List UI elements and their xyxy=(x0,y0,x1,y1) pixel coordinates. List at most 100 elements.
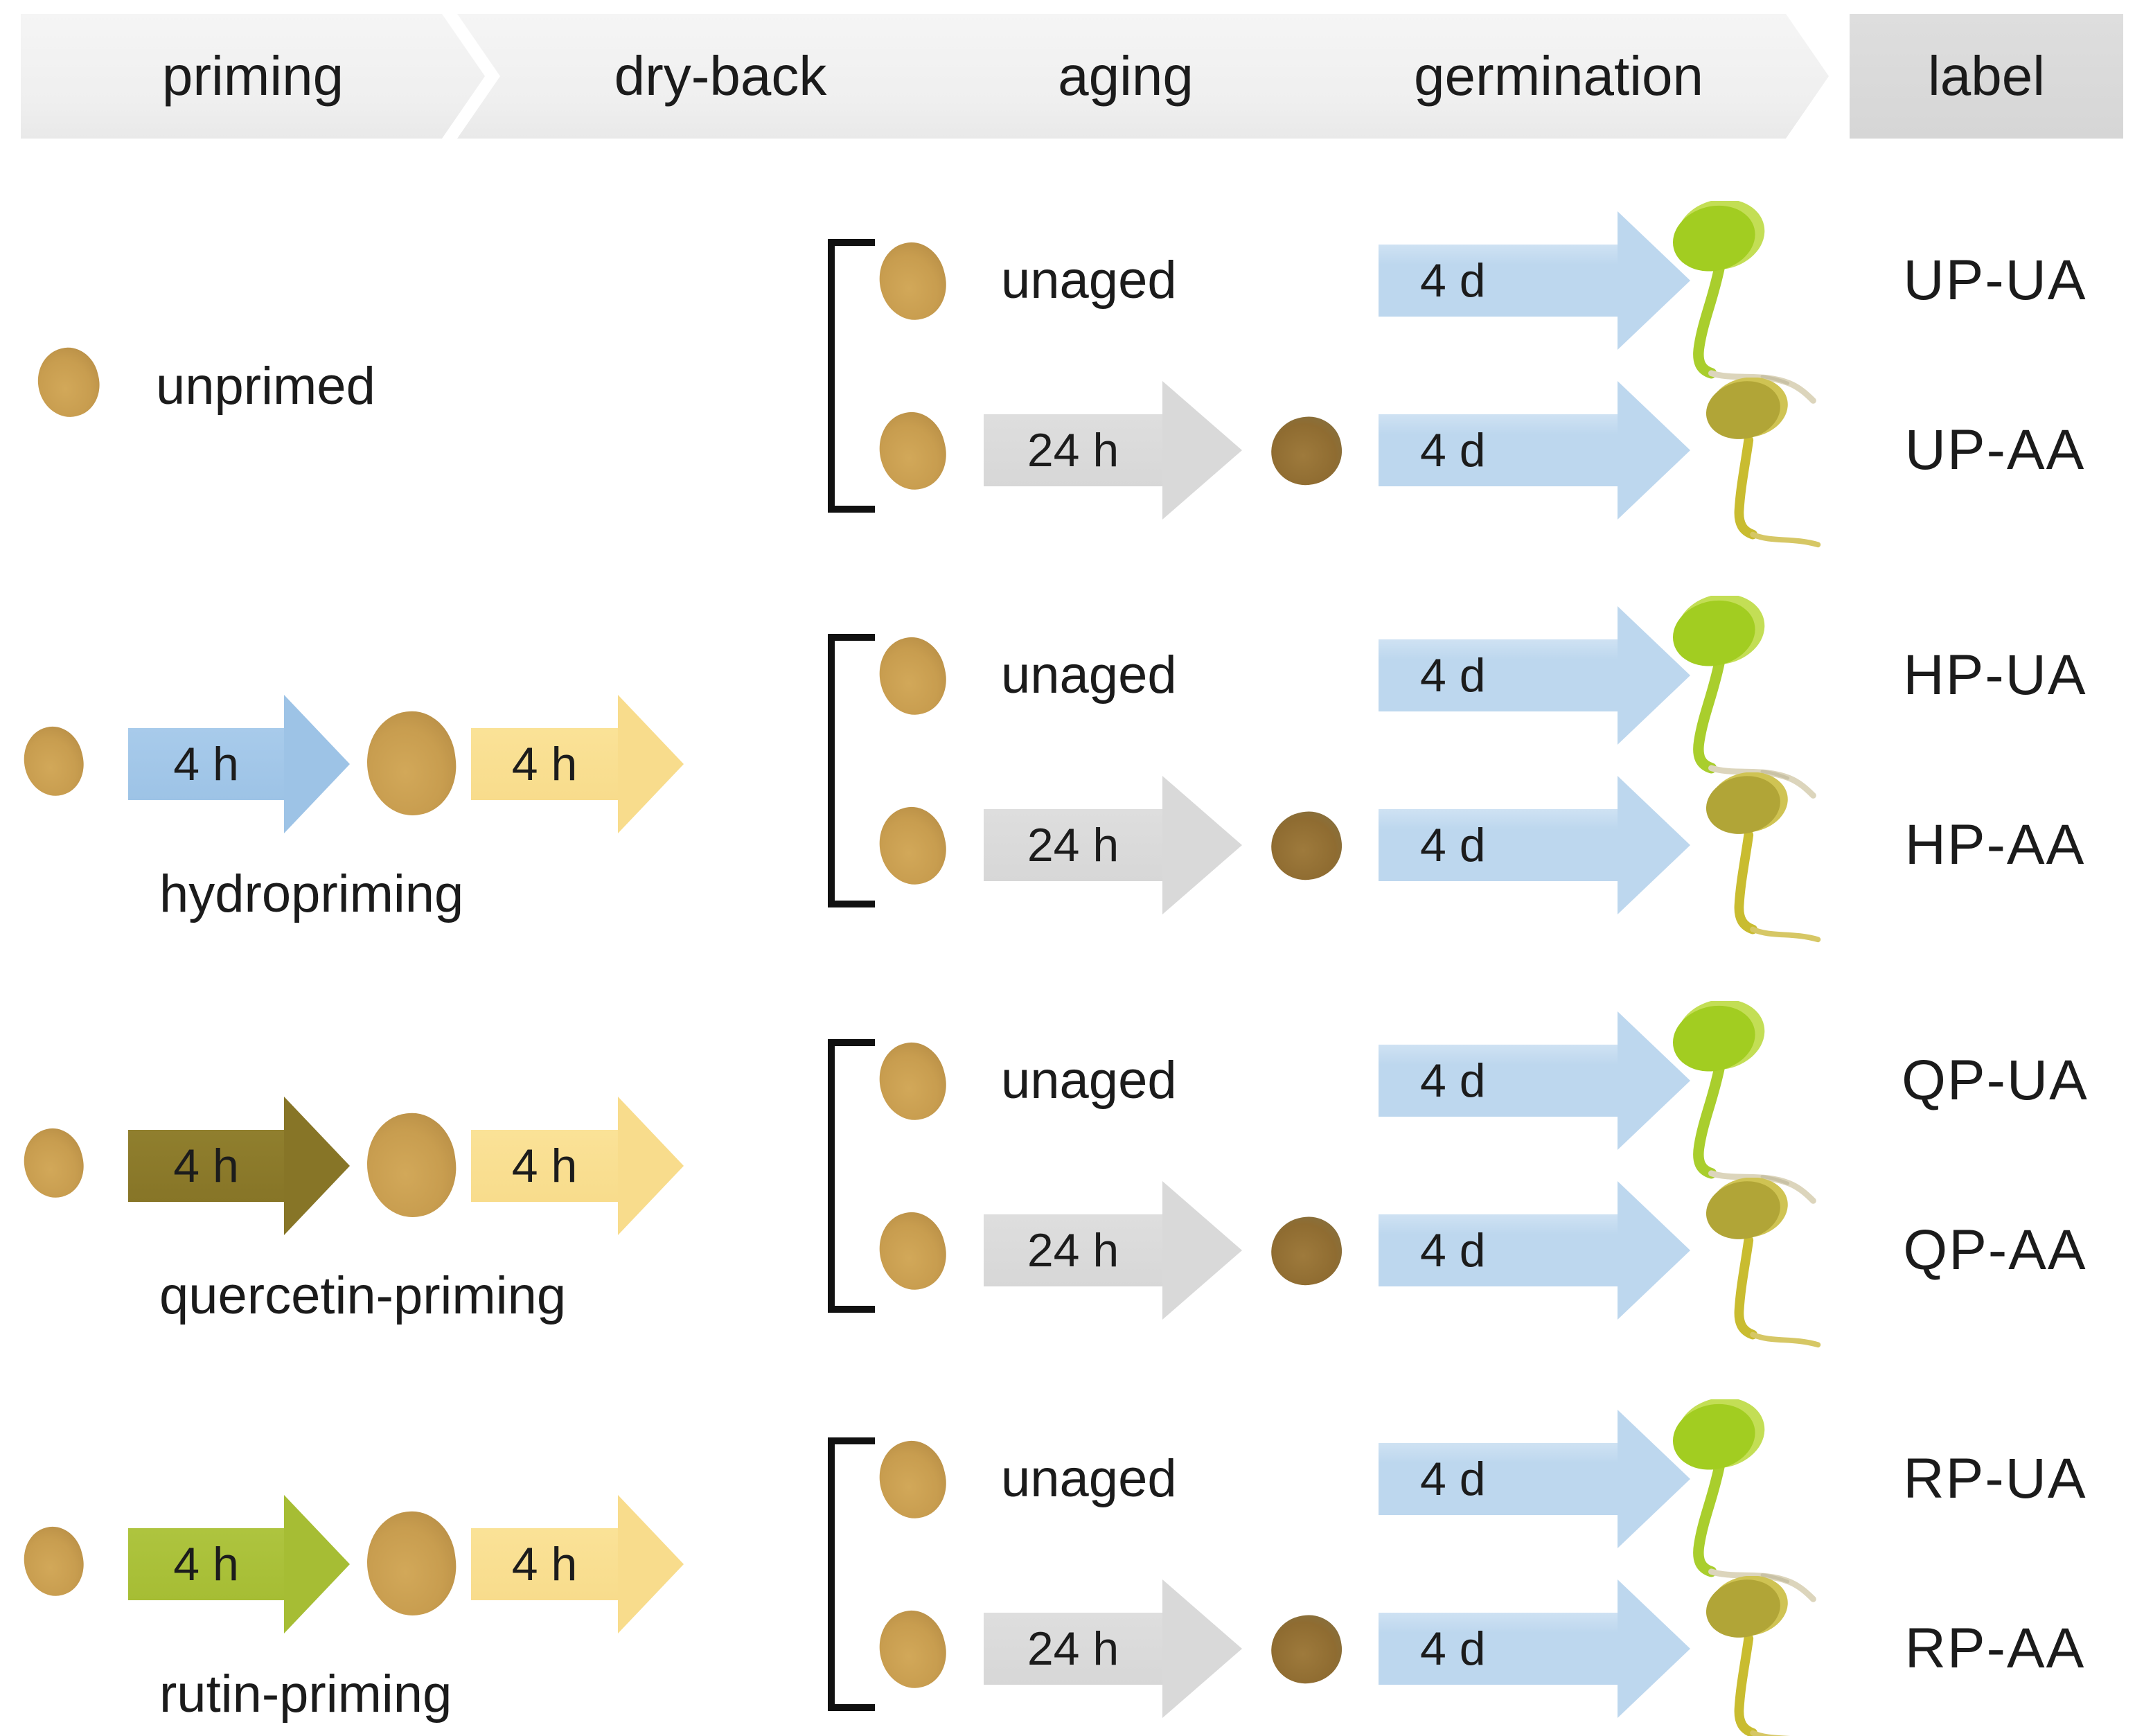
arrow-body: 24 h xyxy=(984,1214,1162,1286)
arrow-body: 24 h xyxy=(984,414,1162,486)
aging-duration: 24 h xyxy=(1027,1224,1119,1277)
treatment-label: HP-UA xyxy=(1903,644,2087,707)
seed-icon xyxy=(871,405,955,497)
bracket-icon xyxy=(828,239,875,513)
arrow-body: 4 h xyxy=(128,1130,284,1202)
arrow-head-icon xyxy=(1162,381,1242,520)
arrow-head-icon xyxy=(1618,1579,1690,1718)
germination-duration: 4 d xyxy=(1420,1622,1486,1675)
priming-caption: hydropriming xyxy=(159,865,464,923)
arrow-head-icon xyxy=(1618,1181,1690,1320)
priming-caption: rutin-priming xyxy=(159,1665,452,1724)
header-step-label: germination xyxy=(1413,45,1703,107)
arrow-body: 4 h xyxy=(128,728,284,800)
aging-arrow: 24 h xyxy=(984,1579,1242,1718)
priming-row-rutin: 4 h 4 h rutin-priming xyxy=(0,1488,797,1736)
arrow-body: 4 h xyxy=(471,728,618,800)
dry-back-arrow: 4 h xyxy=(471,695,684,833)
aging-germination-group-rp: unaged 4 d RP-UA 24 h 4 d RP-AA xyxy=(797,1368,2153,1736)
treatment-label: UP-UA xyxy=(1903,249,2087,312)
arrow-head-icon xyxy=(1618,381,1690,520)
arrow-body: 4 d xyxy=(1379,414,1618,486)
germination-arrow: 4 d xyxy=(1379,381,1690,520)
arrow-body: 4 d xyxy=(1379,1214,1618,1286)
aged-seed-icon xyxy=(1266,1211,1347,1291)
seed-icon xyxy=(871,236,955,327)
header-step-label-column: label xyxy=(1850,14,2123,139)
treatment-label: QP-AA xyxy=(1903,1219,2087,1282)
bracket-icon xyxy=(828,1039,875,1313)
arrow-body: 4 h xyxy=(128,1528,284,1600)
arrow-head-icon xyxy=(284,1097,350,1235)
aging-duration: 24 h xyxy=(1027,1622,1119,1675)
priming-duration: 4 h xyxy=(173,1140,239,1192)
arrow-body: 24 h xyxy=(984,809,1162,881)
header-step-germination: germination xyxy=(1268,14,1829,139)
bracket-icon xyxy=(828,634,875,907)
arrow-head-icon xyxy=(1162,1181,1242,1320)
header-step-priming: priming xyxy=(21,14,485,139)
treatment-label: RP-UA xyxy=(1903,1447,2087,1510)
priming-row-quercetin: 4 h 4 h quercetin-priming xyxy=(0,1090,797,1353)
arrow-body: 4 d xyxy=(1379,1443,1618,1515)
treatment-label: RP-AA xyxy=(1904,1617,2086,1680)
germination-duration: 4 d xyxy=(1420,254,1486,307)
arrow-body: 4 d xyxy=(1379,809,1618,881)
aging-arrow: 24 h xyxy=(984,776,1242,914)
aging-arrow: 24 h xyxy=(984,1181,1242,1320)
header-step-dry-back: dry-back xyxy=(457,14,963,139)
germination-duration: 4 d xyxy=(1420,1453,1486,1505)
germination-arrow: 4 d xyxy=(1379,606,1690,745)
priming-row-hydropriming: 4 h 4 h hydropriming xyxy=(0,688,797,951)
priming-duration: 4 h xyxy=(173,1538,239,1591)
seed-icon xyxy=(871,800,955,892)
aged-seed-icon xyxy=(1266,806,1347,886)
germination-duration: 4 d xyxy=(1420,649,1486,702)
treatment-label: UP-AA xyxy=(1904,418,2086,481)
arrow-head-icon xyxy=(1162,1579,1242,1718)
arrow-head-icon xyxy=(284,1495,350,1633)
arrow-body: 4 h xyxy=(471,1528,618,1600)
seed-icon xyxy=(17,720,91,802)
priming-caption: unprimed xyxy=(156,357,375,416)
germination-arrow: 4 d xyxy=(1379,776,1690,914)
dry-back-duration: 4 h xyxy=(511,1140,578,1192)
seedling-aged-icon xyxy=(1690,1178,1825,1354)
seed-icon xyxy=(30,341,107,424)
primed-seed-icon xyxy=(361,1108,462,1223)
aging-germination-group-hp: unaged 4 d HP-UA 24 h 4 d HP-AA xyxy=(797,565,2153,1022)
dry-back-arrow: 4 h xyxy=(471,1495,684,1633)
header-step-aging: aging xyxy=(914,14,1316,139)
primed-seed-icon xyxy=(361,1506,462,1621)
germination-arrow: 4 d xyxy=(1379,1181,1690,1320)
dry-back-duration: 4 h xyxy=(511,738,578,790)
arrow-body: 4 d xyxy=(1379,245,1618,317)
germination-arrow: 4 d xyxy=(1379,1011,1690,1150)
germination-duration: 4 d xyxy=(1420,1054,1486,1107)
arrow-head-icon xyxy=(284,695,350,833)
primed-seed-icon xyxy=(361,706,462,821)
dry-back-arrow: 4 h xyxy=(471,1097,684,1235)
arrow-body: 24 h xyxy=(984,1613,1162,1685)
seed-icon xyxy=(871,630,955,722)
germination-duration: 4 d xyxy=(1420,1224,1486,1277)
header-step-label: label xyxy=(1927,45,2046,107)
priming-caption: quercetin-priming xyxy=(159,1266,567,1325)
priming-row-unprimed: unprimed xyxy=(0,305,797,485)
unaged-text: unaged xyxy=(1001,1449,1177,1508)
aging-duration: 24 h xyxy=(1027,424,1119,477)
germination-duration: 4 d xyxy=(1420,819,1486,871)
priming-arrow-hydro: 4 h xyxy=(128,695,350,833)
header-step-label: aging xyxy=(1058,45,1194,107)
seed-icon xyxy=(871,1036,955,1127)
seed-icon xyxy=(17,1122,91,1204)
header-step-label: priming xyxy=(161,45,344,107)
arrow-body: 4 h xyxy=(471,1130,618,1202)
unaged-text: unaged xyxy=(1001,251,1177,310)
arrow-body: 4 d xyxy=(1379,1045,1618,1117)
arrow-body: 4 d xyxy=(1379,639,1618,711)
unaged-text: unaged xyxy=(1001,1051,1177,1110)
arrow-head-icon xyxy=(1162,776,1242,914)
dry-back-duration: 4 h xyxy=(511,1538,578,1591)
